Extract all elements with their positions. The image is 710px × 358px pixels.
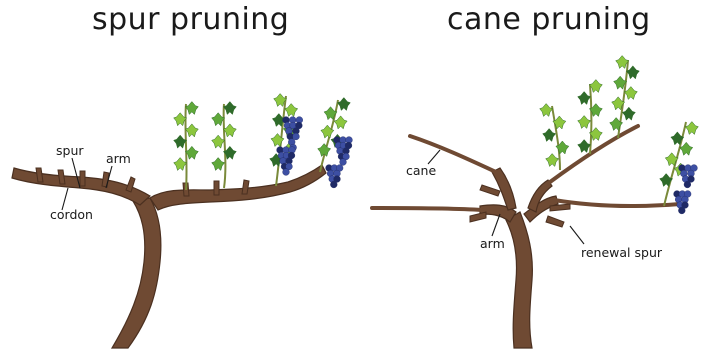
cane-pruning-vine	[372, 60, 686, 348]
renewal-spur	[546, 216, 564, 227]
leaf	[622, 107, 635, 120]
spur-pruning-title: spur pruning	[92, 2, 289, 37]
trunk	[112, 198, 161, 348]
leaf	[337, 98, 350, 111]
renewal-spur	[480, 185, 500, 196]
arm-upper-left	[492, 168, 516, 210]
shoot	[185, 104, 186, 190]
leaf	[578, 116, 591, 129]
spur	[80, 171, 85, 186]
shoot	[224, 104, 226, 188]
leaf	[212, 135, 225, 148]
label-cordon: cordon	[50, 207, 93, 222]
label-cane: cane	[406, 163, 436, 178]
cordon-right	[150, 165, 326, 210]
leaf	[624, 87, 637, 100]
shoot	[590, 84, 592, 154]
leaf	[578, 140, 591, 153]
leaf	[223, 124, 236, 137]
cane-pruning-title: cane pruning	[447, 2, 651, 37]
leaf	[546, 154, 559, 167]
leaf	[185, 124, 198, 137]
label-spur: spur	[56, 143, 84, 158]
grape-cluster	[334, 137, 353, 166]
leaf	[660, 174, 673, 187]
grape-cluster	[277, 147, 296, 176]
grape-cluster	[674, 191, 691, 214]
leaf	[185, 102, 198, 115]
label-arm: arm	[106, 151, 131, 166]
trunk	[506, 212, 532, 348]
leader-cane	[428, 150, 440, 164]
leader-renewal-spur	[570, 226, 584, 244]
label-arm-cane: arm	[480, 236, 505, 251]
label-renewal-spur: renewal spur	[581, 245, 662, 260]
renewal-spur	[470, 212, 486, 222]
leaf	[212, 158, 225, 171]
leaf	[223, 102, 236, 115]
leaf	[174, 158, 187, 171]
cane	[372, 208, 482, 210]
spur	[214, 181, 219, 195]
cane	[554, 200, 680, 206]
grape-cluster	[326, 165, 343, 188]
leaf	[685, 122, 698, 135]
leader-arm-right	[492, 214, 500, 236]
leaf	[540, 104, 553, 117]
leaf	[285, 104, 298, 117]
grape-cluster	[679, 165, 698, 188]
leaf	[578, 92, 591, 105]
leaf	[334, 116, 347, 129]
leaf	[680, 142, 693, 155]
leaf	[174, 135, 187, 148]
leaf	[543, 129, 556, 142]
